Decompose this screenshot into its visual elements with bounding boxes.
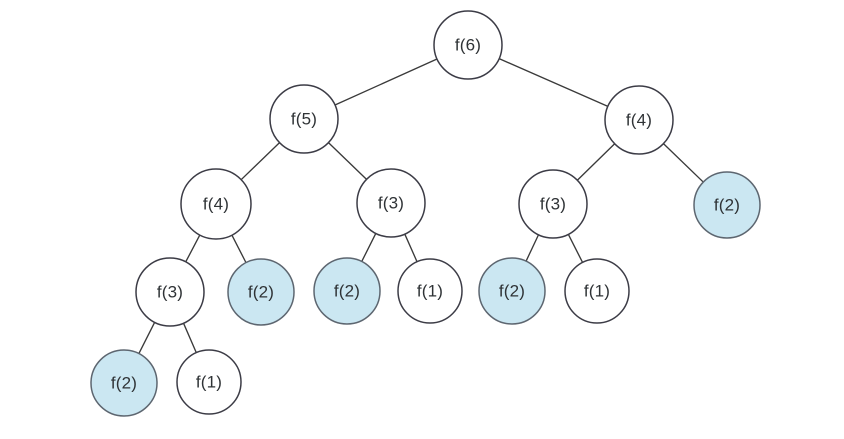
node-circle [180,168,252,240]
node-circle [269,84,339,154]
node-circle [564,258,630,324]
node-label: f(3) [540,194,566,213]
tree-node-f1-n12[interactable]: f(1) [564,258,630,324]
tree-edge-f3-to-f2-8 [361,232,377,263]
tree-edge-f3-to-f2-12 [138,321,156,355]
node-circle [135,257,205,327]
node-label: f(3) [378,193,404,212]
tree-edge-f3-to-f1-13 [182,322,197,354]
node-label: f(2) [714,195,740,214]
node-label: f(1) [417,281,443,300]
tree-edge-f6-to-f5-0 [334,58,438,106]
node-circle-highlighted [313,257,381,325]
tree-edge-f4-to-f2-7 [231,234,247,264]
tree-node-f1-n14[interactable]: f(1) [176,349,242,415]
tree-edge-f3-to-f1-9 [404,233,418,263]
tree-edge-f6-to-f4-1 [498,57,609,108]
tree-node-f3-n7[interactable]: f(3) [135,257,205,327]
tree-node-f4-n2[interactable]: f(4) [604,85,674,155]
tree-edge-f5-to-f4-2 [240,141,281,181]
node-label: f(4) [203,194,229,213]
tree-edge-f3-to-f2-10 [525,234,540,262]
node-circle-highlighted [227,258,295,326]
tree-edge-f3-to-f1-11 [567,233,584,264]
node-circle [356,168,426,238]
node-circle-highlighted [478,257,546,325]
tree-node-f6-n0[interactable]: f(6) [433,10,503,80]
tree-node-f2-n13[interactable]: f(2) [90,349,158,417]
tree-node-f2-n6[interactable]: f(2) [693,171,761,239]
tree-node-f2-n8[interactable]: f(2) [227,258,295,326]
node-label: f(2) [248,282,274,301]
tree-node-f3-n4[interactable]: f(3) [356,168,426,238]
node-circle [604,85,674,155]
tree-node-f2-n11[interactable]: f(2) [478,257,546,325]
node-label: f(3) [157,282,183,301]
node-circle-highlighted [90,349,158,417]
tree-node-f4-n3[interactable]: f(4) [180,168,252,240]
tree-edge-f5-to-f3-3 [327,141,368,181]
node-layer: f(6) f(5) f(4) f(4) f(3) f(3) f(2) f(3) f(2) f(2)… [90,10,761,417]
node-circle-highlighted [693,171,761,239]
tree-node-f1-n10[interactable]: f(1) [397,258,463,324]
tree-edge-f4-to-f2-5 [662,142,704,183]
tree-node-f2-n9[interactable]: f(2) [313,257,381,325]
edge-layer [138,57,704,355]
tree-node-f3-n5[interactable]: f(3) [518,169,588,239]
node-label: f(4) [626,110,652,129]
node-circle [176,349,242,415]
node-label: f(2) [499,281,525,300]
tree-edge-f4-to-f3-4 [576,143,616,181]
node-label: f(1) [584,281,610,300]
tree-node-f5-n1[interactable]: f(5) [269,84,339,154]
node-label: f(5) [291,109,317,128]
node-circle [433,10,503,80]
node-label: f(6) [455,35,481,54]
tree-edge-f4-to-f3-6 [185,234,201,263]
node-label: f(2) [334,281,360,300]
node-label: f(1) [196,372,222,391]
node-circle [518,169,588,239]
node-circle [397,258,463,324]
node-label: f(2) [111,373,137,392]
